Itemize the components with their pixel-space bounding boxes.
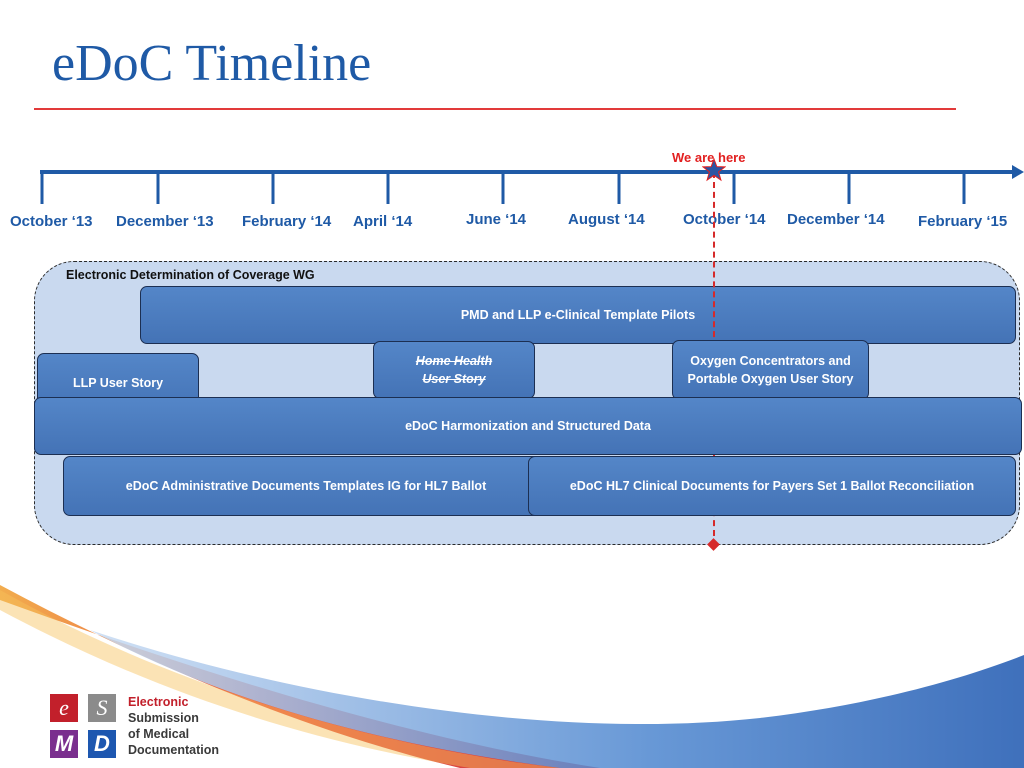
- tick-label: February ‘14: [242, 213, 332, 230]
- tick-label: February ‘15: [918, 213, 1008, 230]
- harmonization-bar: eDoC Harmonization and Structured Data: [34, 397, 1022, 455]
- oxygen-line1: Oxygen Concentrators and: [690, 353, 851, 368]
- oxygen-user-story-bar: Oxygen Concentrators and Portable Oxygen…: [672, 340, 869, 400]
- tick-label: December ‘14: [787, 211, 885, 228]
- logo-letter-e: e: [50, 694, 78, 722]
- tick-label: December ‘13: [116, 213, 214, 230]
- title-underline: [34, 108, 956, 110]
- tick-label: August ‘14: [568, 211, 645, 228]
- logo-letter-m: M: [50, 730, 78, 758]
- home-health-line2: User Story: [422, 372, 486, 386]
- oxygen-line2: Portable Oxygen User Story: [687, 372, 854, 386]
- admin-templates-bar: eDoC Administrative Documents Templates …: [63, 456, 549, 516]
- tick-label: October ‘14: [683, 211, 766, 228]
- home-health-line1: Home Health: [415, 353, 493, 368]
- star-icon: [702, 158, 726, 182]
- logo-text-line: Electronic: [128, 695, 189, 709]
- logo-text: Electronic Submission of Medical Documen…: [128, 694, 219, 758]
- we-are-here-label: We are here: [672, 150, 746, 165]
- tick-label: October ‘13: [10, 213, 93, 230]
- pmd-llp-pilots-bar: PMD and LLP e-Clinical Template Pilots: [140, 286, 1016, 344]
- footer-swoosh: [0, 585, 1024, 768]
- logo-text-line: of Medical: [128, 727, 190, 741]
- logo-letter-d: D: [88, 730, 116, 758]
- logo-text-line: Submission: [128, 711, 199, 725]
- home-health-user-story-bar: Home Health User Story: [373, 341, 535, 399]
- logo-text-line: Documentation: [128, 743, 219, 757]
- clinical-docs-bar: eDoC HL7 Clinical Documents for Payers S…: [528, 456, 1016, 516]
- logo-letter-s: S: [88, 694, 116, 722]
- tick-label: June ‘14: [466, 211, 527, 228]
- slide-title: eDoC Timeline: [52, 35, 372, 92]
- timeline-axis: [40, 165, 1024, 204]
- workgroup-label: Electronic Determination of Coverage WG: [66, 268, 315, 282]
- tick-label: April ‘14: [353, 213, 413, 230]
